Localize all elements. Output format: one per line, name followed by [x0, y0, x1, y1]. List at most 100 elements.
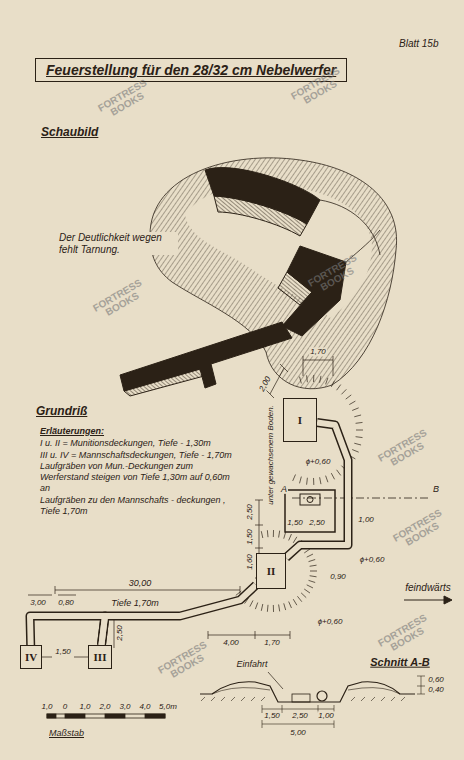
enemy-direction-arrow	[404, 600, 446, 601]
dimension: 1,60	[245, 553, 254, 571]
plan-dimensions	[28, 595, 76, 596]
earth-berm-hachure	[354, 415, 361, 417]
shelter-chamber: IV	[20, 645, 42, 669]
notes-heading: Erläuterungen:	[40, 426, 238, 437]
dimension: 0,90	[329, 572, 347, 581]
trench-floor	[30, 616, 105, 645]
earth-berm-hachure	[306, 375, 308, 382]
earth-berm-hachure	[309, 559, 316, 561]
earth-berm-hachure	[297, 596, 301, 601]
trench	[30, 616, 105, 645]
note-text: unter gewachsenem Boden.	[266, 404, 275, 506]
scale-bar	[105, 714, 125, 718]
note-text: I u. II = Munitionsdeckungen, Tiefe - 1,…	[40, 438, 238, 449]
earth-berm-hachure	[331, 473, 334, 479]
earth-berm-hachure	[300, 477, 302, 484]
scale-bar	[65, 714, 85, 718]
earth-berm-hachure	[346, 395, 352, 399]
earth-berm-hachure	[337, 470, 341, 476]
cross-section	[201, 697, 405, 701]
dimension: 2,50	[245, 503, 254, 521]
launcher-pit	[307, 497, 313, 503]
section-line	[292, 498, 430, 499]
cross-section	[292, 694, 310, 702]
earth-berm-hachure	[304, 549, 310, 553]
cross-section	[262, 720, 334, 728]
earth-berm-hachure	[304, 589, 310, 593]
notes-block: Erläuterungen:I u. II = Munitionsdeckung…	[40, 426, 238, 516]
earth-berm-hachure	[310, 571, 317, 572]
earth-berm-hachure	[313, 478, 314, 485]
earth-berm-hachure	[267, 605, 269, 612]
earth-berm-hachure	[293, 599, 297, 605]
shelter-chamber: I	[283, 398, 317, 442]
dimension: 1,50	[263, 711, 281, 720]
dimension: 1,70	[309, 347, 327, 356]
scale-number: 2,0	[98, 702, 111, 711]
earth-berm-hachure	[293, 475, 296, 481]
plan-dimensions	[28, 356, 333, 657]
depth-note: Tiefe 1,70m	[110, 598, 159, 608]
dimension: 1,00	[317, 711, 335, 720]
launcher-pit	[285, 490, 335, 532]
note-text: Laufgräben von Mun.-Deckungen zum Werfer…	[40, 461, 238, 493]
earth-berm-hachure	[310, 565, 317, 566]
earth-berm-hachure	[320, 477, 321, 484]
dimension: 3,00	[29, 598, 47, 607]
section-heading: Grundriß	[35, 405, 88, 419]
plan-dimensions	[114, 618, 115, 648]
cross-section	[212, 688, 400, 694]
earth-berm-hachure	[279, 531, 280, 538]
earth-berm-hachure	[284, 603, 286, 610]
dimension: ϕ+0,60	[317, 617, 344, 626]
launcher-pit	[300, 494, 320, 505]
perspective-sketch	[214, 196, 307, 236]
earth-berm-hachure	[273, 530, 274, 537]
earth-berm-hachure	[255, 603, 257, 610]
earth-berm-hachure	[354, 443, 361, 445]
note-text: Der Deutlichkeit wegen fehlt Tarnung.	[58, 232, 178, 255]
dimension: ϕ+0,60	[359, 555, 386, 564]
earth-berm-hachure	[337, 385, 341, 391]
dimension: 2,50	[291, 711, 309, 720]
earth-berm-hachure	[356, 422, 363, 424]
earth-berm-hachure	[326, 476, 328, 483]
chamber-number: IV	[25, 651, 37, 663]
section-mark: A	[280, 484, 288, 494]
dimension: 1,70	[263, 638, 281, 647]
enemy-direction-arrow	[444, 596, 452, 604]
section-mark: B	[432, 484, 440, 494]
scale-number: 4,0	[138, 702, 151, 711]
cross-section	[200, 672, 425, 728]
scale-bar	[47, 714, 165, 718]
earth-berm-hachure	[273, 605, 274, 612]
dimension: 1,50	[245, 528, 254, 546]
dimension: 2,00	[257, 374, 273, 394]
earth-berm-hachure	[261, 604, 263, 611]
shelter-chamber: III	[88, 645, 112, 669]
dimension: 0,40	[427, 685, 445, 694]
chamber-number: III	[94, 651, 107, 663]
perspective-sketch	[320, 200, 380, 262]
scale-bar	[47, 714, 165, 718]
cross-section	[200, 682, 415, 702]
trench-floor	[101, 585, 256, 645]
scale-number: 1,0	[78, 702, 91, 711]
scale-number: 0	[62, 702, 68, 711]
earth-berm-hachure	[326, 378, 328, 385]
earth-berm-hachure	[352, 450, 358, 453]
earth-berm-hachure	[289, 534, 292, 540]
earth-berm-hachure	[320, 376, 321, 383]
enemy-direction-arrow	[404, 596, 452, 604]
earth-berm-hachure	[309, 580, 316, 582]
earth-berm-hachure	[307, 554, 313, 557]
perspective-sketch	[120, 158, 397, 396]
dimension: 2,50	[115, 624, 124, 642]
chamber-number: II	[267, 565, 276, 577]
dimension: 1,50	[286, 518, 304, 527]
dimension: 30,00	[128, 578, 153, 588]
trench-floor	[286, 422, 348, 557]
launcher-pit	[285, 490, 335, 532]
watermark: FORTRESS BOOKS	[375, 427, 435, 473]
section-line	[292, 498, 430, 499]
